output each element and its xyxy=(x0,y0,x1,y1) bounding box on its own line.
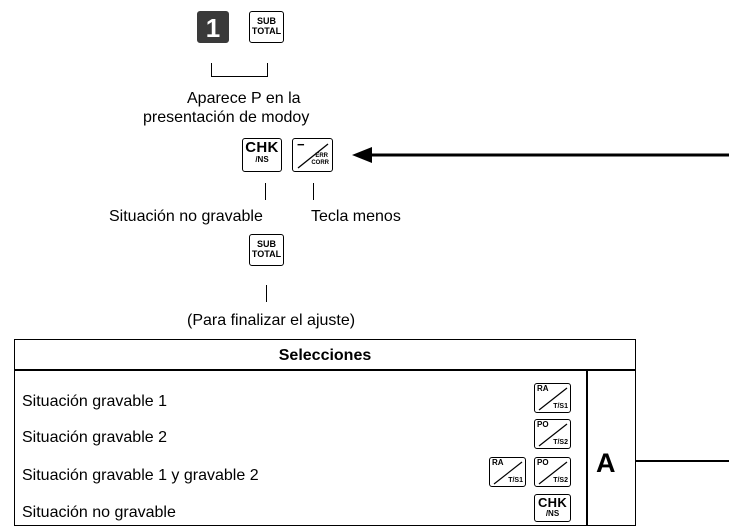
ra-ts1-key-row1: RA T/S1 xyxy=(534,383,571,413)
row-gravable-2-label: Situación gravable 2 xyxy=(22,429,167,446)
bracket-right xyxy=(267,63,268,77)
table-header: Selecciones xyxy=(278,347,372,364)
ra-key-diagonal xyxy=(493,461,523,485)
marker-a: A xyxy=(596,448,616,478)
subtotal-key-line1: SUB xyxy=(256,16,276,26)
minus-key-corr: CORR xyxy=(311,160,329,166)
chk-ns-key-row4: CHK /NS xyxy=(534,494,571,522)
po-ts2-key-row2: PO T/S2 xyxy=(534,419,571,449)
minus-err-corr-key: − ERR CORR xyxy=(292,138,333,172)
key-1: 1 xyxy=(197,11,229,43)
po-key-diagonal xyxy=(538,461,568,485)
po-key-top: PO xyxy=(537,420,549,429)
po-ts2-key-row3: PO T/S2 xyxy=(534,457,571,487)
finalizar-label: (Para finalizar el ajuste) xyxy=(187,312,356,329)
aparece-text-line2: presentación de modoy xyxy=(143,109,310,126)
subtotal-key2-line2: TOTAL xyxy=(251,249,282,259)
chk-ns-key: CHK /NS xyxy=(242,138,282,172)
chk-connector xyxy=(265,183,266,200)
ra-key-bottom: T/S1 xyxy=(553,403,568,410)
subtotal-connector xyxy=(266,285,267,302)
minus-connector xyxy=(313,183,314,200)
chk-key-small: /NS xyxy=(545,509,560,518)
header-divider xyxy=(14,369,636,371)
ra-key-diagonal xyxy=(538,387,568,411)
bracket-left xyxy=(211,63,212,77)
aparece-text-line1: Aparece P en la xyxy=(187,90,301,107)
minus-key-symbol: − xyxy=(297,137,305,152)
marker-column-divider xyxy=(586,369,588,526)
no-gravable-label: Situación no gravable xyxy=(109,208,263,225)
ra-key-top: RA xyxy=(492,458,504,467)
subtotal-key-line2: TOTAL xyxy=(251,26,282,36)
ra-key-bottom: T/S1 xyxy=(508,477,523,484)
chk-key-big: CHK xyxy=(537,495,568,510)
po-key-diagonal xyxy=(538,423,568,447)
subtotal-key2-line1: SUB xyxy=(256,239,276,249)
row-no-gravable-label: Situación no gravable xyxy=(22,504,176,521)
row-gravable-1-2-label: Situación gravable 1 y gravable 2 xyxy=(22,467,259,484)
subtotal-key-bottom: SUB TOTAL xyxy=(249,234,284,266)
row-gravable-1-label: Situación gravable 1 xyxy=(22,393,167,410)
chk-key-small: /NS xyxy=(255,155,269,164)
bracket-bottom xyxy=(211,76,268,77)
key-1-label: 1 xyxy=(205,13,221,43)
po-key-bottom: T/S2 xyxy=(553,439,568,446)
po-key-bottom: T/S2 xyxy=(553,477,568,484)
selecciones-table xyxy=(14,339,636,526)
ra-ts1-key-row3: RA T/S1 xyxy=(489,457,526,487)
marker-a-line xyxy=(636,460,729,462)
minus-key-err: ERR xyxy=(315,153,328,159)
ra-key-top: RA xyxy=(537,384,549,393)
chk-key-big: CHK xyxy=(245,139,279,156)
po-key-top: PO xyxy=(537,458,549,467)
tecla-menos-label: Tecla menos xyxy=(311,208,401,225)
arrow-left-icon xyxy=(352,147,729,163)
minus-key-diagonal xyxy=(297,143,329,169)
subtotal-key-top: SUB TOTAL xyxy=(249,11,284,43)
